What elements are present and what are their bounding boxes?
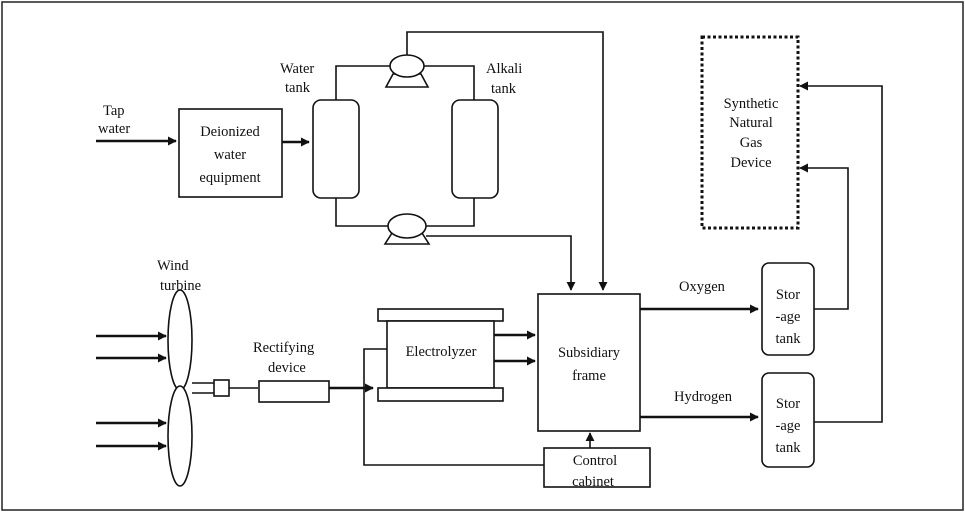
control-cabinet-to-electrolyzer-line (363, 348, 544, 466)
svg-text:Control: Control (573, 453, 617, 469)
electrolyzer: Electrolyzer (377, 308, 504, 402)
svg-text:Electrolyzer: Electrolyzer (406, 344, 477, 360)
svg-text:equipment: equipment (199, 170, 260, 186)
oxygen-label: Oxygen (679, 279, 726, 295)
oxygen-to-gas-device-line (799, 163, 849, 310)
water-tank: Water tank (280, 61, 360, 199)
svg-text:Stor: Stor (776, 287, 800, 303)
svg-text:Gas: Gas (740, 135, 763, 151)
svg-text:water: water (98, 121, 130, 137)
electrolyzer-to-subsidiary-arrows (494, 330, 536, 366)
svg-text:Device: Device (730, 155, 771, 171)
alkali-tank: Alkali tank (451, 61, 522, 199)
wind-arrows (96, 331, 167, 451)
lower-pipe-loop (335, 198, 475, 227)
svg-text:Tap: Tap (103, 103, 125, 119)
lower-pump-icon (383, 213, 431, 245)
svg-text:Stor: Stor (776, 396, 800, 412)
hydrogen-storage-tank: Stor -age tank (761, 372, 815, 468)
hydrogen-to-gas-device-line (799, 81, 883, 423)
svg-text:turbine: turbine (160, 278, 201, 294)
subsidiary-frame: Subsidiary frame (537, 293, 641, 432)
svg-text:tank: tank (776, 440, 802, 456)
svg-text:-age: -age (776, 418, 801, 434)
svg-text:Synthetic: Synthetic (724, 96, 779, 112)
svg-text:device: device (268, 360, 306, 376)
deionized-water-equipment: Deionized water equipment (178, 108, 283, 198)
svg-text:Rectifying: Rectifying (253, 340, 314, 356)
svg-text:tank: tank (491, 81, 517, 97)
svg-text:frame: frame (572, 368, 606, 384)
svg-text:Natural: Natural (729, 115, 772, 131)
tap-water-label: Tap water (98, 103, 130, 137)
upper-pipe-loop (335, 65, 475, 100)
svg-text:water: water (214, 147, 246, 163)
synthetic-natural-gas-device: Synthetic Natural Gas Device (700, 35, 800, 230)
svg-text:Subsidiary: Subsidiary (558, 345, 621, 361)
svg-text:Water: Water (280, 61, 314, 77)
svg-text:tank: tank (285, 80, 311, 96)
svg-text:Alkali: Alkali (486, 61, 522, 77)
svg-text:cabinet: cabinet (572, 474, 614, 490)
svg-text:-age: -age (776, 309, 801, 325)
wind-turbine-icon (167, 289, 230, 487)
rectifying-device: Rectifying device (253, 340, 330, 403)
svg-text:Wind: Wind (157, 258, 189, 274)
oxygen-storage-tank: Stor -age tank (761, 262, 815, 356)
upper-pump-to-subsidiary-line (406, 31, 608, 291)
svg-text:tank: tank (776, 331, 802, 347)
control-cabinet: Control cabinet (543, 447, 651, 490)
lower-pump-to-subsidiary-line (426, 235, 576, 291)
hydrogen-label: Hydrogen (674, 389, 733, 405)
upper-pump-icon (384, 54, 430, 88)
wind-turbine-label: Wind turbine (157, 258, 201, 294)
svg-text:Deionized: Deionized (200, 124, 260, 140)
